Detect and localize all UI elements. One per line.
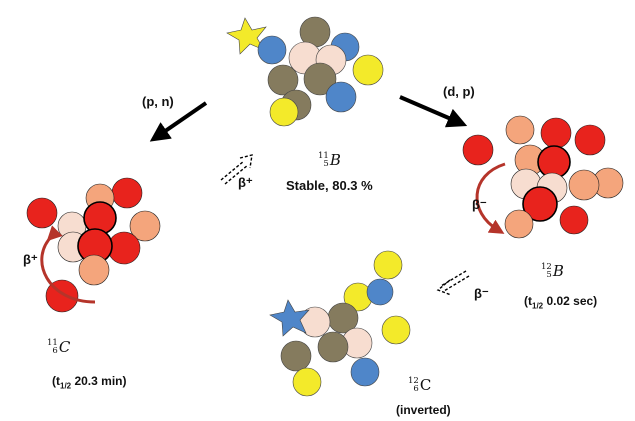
b12-cluster (462, 115, 624, 239)
pn-reaction-label: (p, n) (142, 94, 174, 109)
beta-minus-decay-arrow (436, 270, 470, 296)
b12-mass: 12 (541, 262, 552, 272)
b12-symbol: B (552, 262, 564, 280)
dp-reaction-label: (d, p) (443, 84, 475, 99)
c11-cluster (26, 177, 161, 313)
pn-arrow (149, 101, 208, 142)
b11-z: 5 (323, 159, 329, 169)
b11-cluster (226, 16, 384, 127)
beta-plus-mid-label: β⁺ (238, 175, 253, 190)
c12-cluster (269, 250, 411, 397)
c11-z: 6 (52, 346, 58, 356)
c12-mass: 12 (408, 376, 419, 386)
c11-halflife: (t1/2 20.3 min) (52, 374, 127, 391)
c11-mass: 11 (47, 338, 58, 348)
b11-mass: 11 (318, 151, 329, 161)
dp-arrow (399, 95, 468, 128)
beta-minus-right-label: β⁻ (472, 197, 487, 212)
c12-symbol: C (419, 376, 432, 394)
c12-z: 6 (413, 384, 419, 394)
b12-z: 5 (546, 270, 552, 280)
c12-caption: (inverted) (396, 403, 451, 417)
b11-caption: Stable, 80.3 % (286, 178, 373, 193)
b11-symbol: B (329, 151, 341, 169)
b12-halflife: (t1/2 0.02 sec) (524, 294, 598, 311)
beta-minus-mid-label: β⁻ (474, 286, 489, 301)
beta-plus-left-label: β⁺ (23, 252, 38, 267)
yellow-star-nucleon (226, 17, 267, 55)
beta-minus-curved-arrow (475, 162, 506, 234)
beta-plus-curved-arrow (40, 225, 96, 304)
c11-symbol: C (58, 338, 71, 356)
beta-plus-decay-arrow (220, 154, 253, 185)
